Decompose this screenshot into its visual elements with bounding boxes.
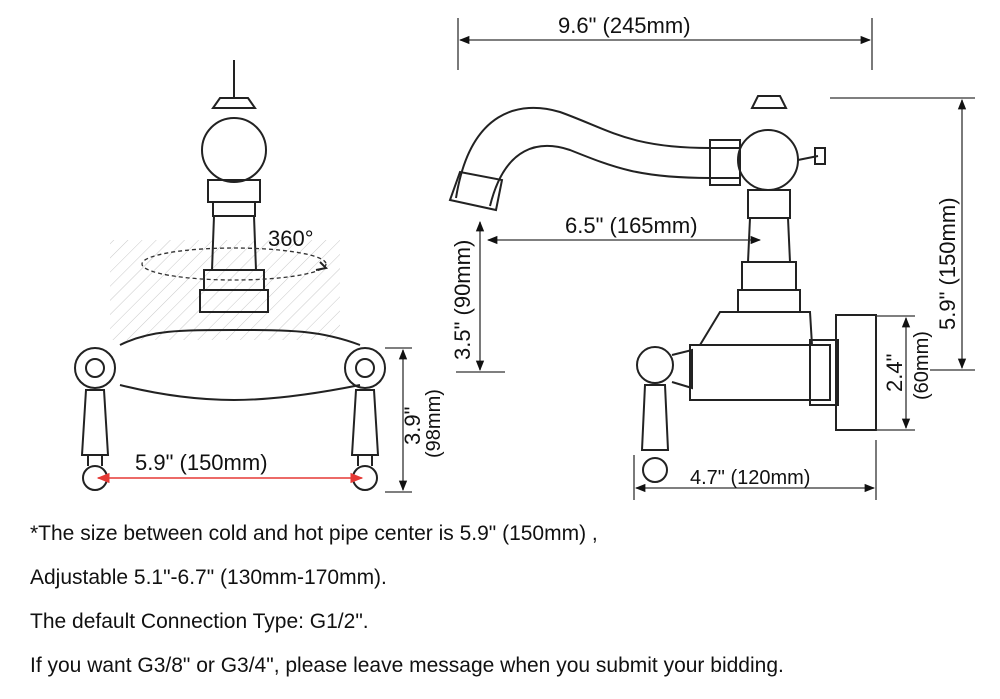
- handle-height-mm-label: (98mm): [423, 389, 445, 458]
- spout-reach-label: 6.5" (165mm): [565, 213, 698, 238]
- note-adjustable: Adjustable 5.1"-6.7" (130mm-170mm).: [30, 566, 387, 589]
- width-top-label: 9.6" (245mm): [558, 13, 691, 38]
- mount-height-label: 2.4": [882, 354, 907, 392]
- note-other-connection: If you want G3/8" or G3/4", please leave…: [30, 654, 784, 677]
- notes-section: *The size between cold and hot pipe cent…: [30, 512, 980, 688]
- total-height-label: 5.9" (150mm): [935, 197, 960, 330]
- center-distance-label: 5.9" (150mm): [135, 450, 268, 475]
- spout-height-label: 3.5" (90mm): [450, 240, 475, 360]
- depth-label: 4.7" (120mm): [690, 467, 810, 489]
- front-view: 360° 5.9" (150mm) 3.9" (98mm): [74, 60, 445, 493]
- note-connection-type: The default Connection Type: G1/2".: [30, 610, 369, 633]
- side-view: 9.6" (245mm) 6.5" (165mm) 3.5" (90mm): [448, 13, 975, 500]
- faucet-dimension-diagram: 360° 5.9" (150mm) 3.9" (98mm) 9.6" (245m…: [74, 13, 975, 500]
- mount-height-mm-label: (60mm): [911, 331, 933, 400]
- rotation-label: 360°: [268, 226, 314, 251]
- handle-height-label: 3.9": [400, 407, 425, 445]
- note-pipe-center: *The size between cold and hot pipe cent…: [30, 522, 598, 545]
